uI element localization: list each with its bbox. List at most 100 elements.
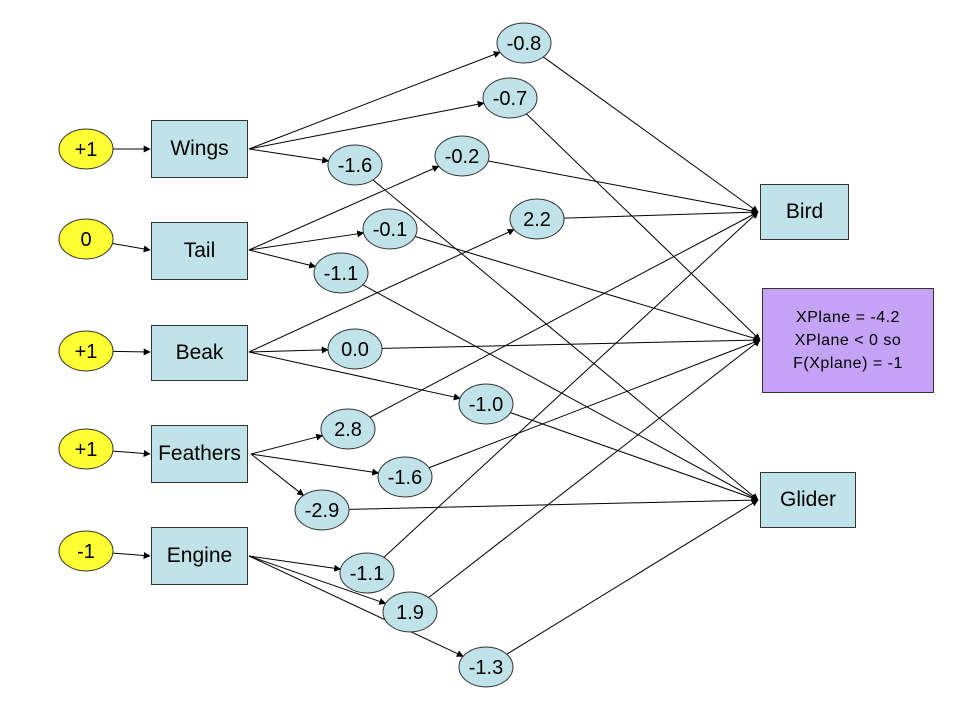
edge-w5-to-xplane (414, 236, 761, 342)
weight-node-shape (339, 552, 395, 594)
edge-input-to-beak (112, 348, 151, 356)
weight-node: -0.2 (434, 135, 490, 177)
feature-box-wings: Wings (151, 120, 248, 178)
weight-node-label: -1.6 (388, 467, 422, 489)
output-box-bird: Bird (760, 184, 849, 240)
edge-engine-to-w15 (248, 555, 464, 657)
weight-node-label: 2.8 (334, 419, 362, 441)
input-node: +1 (58, 330, 114, 372)
edge-w13-to-bird (383, 211, 759, 558)
weight-node-shape (327, 144, 383, 186)
input-node: -1 (58, 530, 114, 572)
edge-beak-to-w8 (248, 346, 329, 354)
input-node-label: +1 (75, 139, 98, 161)
weight-node-label: -0.1 (373, 219, 407, 241)
weight-node: -1.6 (377, 456, 433, 498)
input-node-shape (58, 128, 114, 170)
edge-feathers-to-w10 (250, 433, 324, 455)
edge-w14-to-xplane (428, 339, 761, 598)
edge-w9-to-glider (510, 412, 759, 502)
weight-node: -0.1 (362, 208, 418, 250)
weight-node-label: -1.0 (469, 394, 503, 416)
edge-w8-to-xplane (381, 336, 761, 349)
edge-tail-to-w6 (248, 249, 317, 269)
weight-node: 2.2 (509, 198, 565, 240)
weight-node-shape (509, 198, 565, 240)
weight-node: -1.3 (458, 646, 514, 688)
weight-node: -0.7 (482, 77, 538, 119)
edge-w12-to-glider (348, 496, 759, 510)
weight-node-label: -1.1 (324, 263, 358, 285)
edge-input-to-tail (112, 242, 151, 253)
weight-node: 1.9 (382, 591, 438, 633)
weight-node-label: -0.8 (507, 33, 541, 55)
weight-node: -1.1 (313, 252, 369, 294)
edge-wings-to-w1 (248, 51, 501, 150)
output-label-bird: Bird (785, 200, 824, 223)
edge-beak-to-w9 (248, 351, 461, 401)
weight-node-label: -0.7 (493, 88, 527, 110)
feature-box-tail: Tail (151, 222, 248, 280)
weight-node-label: -1.3 (469, 657, 503, 679)
input-node: 0 (58, 218, 114, 260)
edge-input-to-feathers (112, 450, 151, 457)
edge-w4-to-bird (488, 160, 759, 215)
edge-w11-to-xplane (428, 339, 761, 469)
input-node-shape (58, 330, 114, 372)
output-label-glider: Glider (779, 488, 837, 511)
edges (112, 51, 761, 657)
weight-node: -0.8 (496, 22, 552, 64)
weight-node-label: -1.1 (350, 563, 384, 585)
weight-node-shape (313, 252, 369, 294)
weight-node-shape (496, 22, 552, 64)
weight-node-label: -0.2 (445, 146, 479, 168)
feature-box-beak: Beak (151, 325, 248, 381)
weight-node-shape (377, 456, 433, 498)
weight-node: 0.0 (327, 328, 383, 370)
edge-w3-to-glider (372, 179, 759, 501)
edge-feathers-to-w12 (250, 453, 305, 496)
weight-node-label: 1.9 (396, 602, 424, 624)
edge-w6-to-glider (362, 284, 759, 501)
edge-wings-to-w3 (248, 148, 330, 164)
input-node-label: -1 (77, 541, 95, 563)
edge-w7-to-bird (563, 208, 759, 219)
feature-box-engine: Engine (151, 527, 248, 585)
weight-node-shape (294, 489, 350, 531)
input-node-shape (58, 428, 114, 470)
xplane-line-2: XPlane < 0 so (794, 332, 902, 349)
output-box-glider: Glider (760, 472, 856, 528)
weight-node-label: -2.9 (305, 500, 339, 522)
input-node-shape (58, 218, 114, 260)
feature-label-beak: Beak (175, 341, 224, 364)
edge-tail-to-w5 (248, 230, 365, 251)
xplane-line-1: XPlane = -4.2 (796, 309, 900, 326)
output-box-xplane: XPlane = -4.2 XPlane < 0 so F(Xplane) = … (762, 288, 934, 393)
feature-label-feathers: Feathers (158, 442, 241, 465)
weight-node-shape (362, 208, 418, 250)
input-node-shape (58, 530, 114, 572)
edge-feathers-to-w11 (250, 453, 380, 476)
feature-label-tail: Tail (183, 239, 216, 262)
edge-w15-to-glider (506, 499, 759, 655)
weight-node: -1.1 (339, 552, 395, 594)
edge-input-to-engine (112, 552, 151, 559)
weight-node-label: 0.0 (341, 339, 369, 361)
weight-node: -1.0 (458, 383, 514, 425)
weight-node: -1.6 (327, 144, 383, 186)
input-nodes: +1 0 +1 +1 -1 (58, 128, 114, 572)
edge-tail-to-w4 (248, 165, 440, 251)
edge-w1-to-bird (543, 56, 759, 213)
edge-engine-to-w13 (248, 555, 342, 572)
edge-wings-to-w2 (248, 100, 485, 150)
weight-node-shape (458, 383, 514, 425)
weight-node-shape (327, 328, 383, 370)
input-node-label: +1 (75, 341, 98, 363)
feature-label-engine: Engine (166, 544, 233, 567)
input-node: +1 (58, 428, 114, 470)
weight-node-shape (482, 77, 538, 119)
weight-node-label: -1.6 (338, 155, 372, 177)
input-node-label: +1 (75, 439, 98, 461)
weight-node: 2.8 (320, 408, 376, 450)
